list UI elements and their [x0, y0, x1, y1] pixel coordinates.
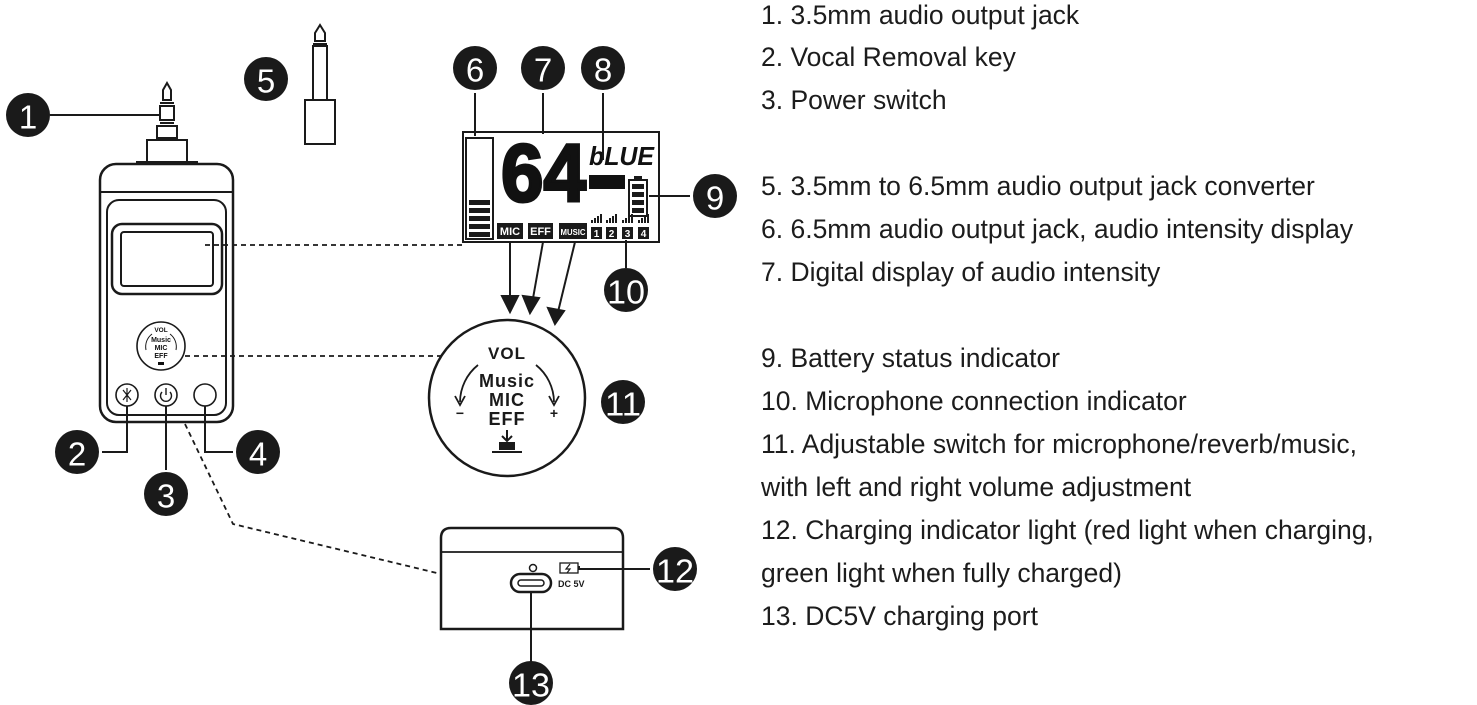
- legend-item-9: 9. Battery status indicator: [761, 343, 1061, 373]
- callout-13: 13: [509, 661, 553, 705]
- svg-text:4: 4: [249, 436, 267, 473]
- svg-text:Music: Music: [151, 337, 171, 344]
- callout-4: 4: [236, 430, 280, 474]
- legend-item-3: 3. Power switch: [761, 85, 947, 115]
- lcd-display-detail: 64 bLUE MIC EFF MUSIC: [462, 127, 660, 243]
- lcd-tag-mic-bg: [497, 223, 523, 239]
- callout-10: 10: [604, 268, 648, 312]
- legend-item-1: 1. 3.5mm audio output jack: [761, 0, 1080, 30]
- legend-item-12: 12. Charging indicator light (red light …: [761, 515, 1374, 545]
- knob-label-mic: MIC: [489, 390, 525, 410]
- mic-slot-4: 4: [641, 229, 647, 240]
- callout-12: 12: [653, 547, 697, 591]
- mic-slot-1: 1: [594, 229, 600, 240]
- lcd-digits: 64: [501, 128, 586, 219]
- mic-connection-indicators: 1 2 3 4: [591, 214, 649, 240]
- device-mini-knob: [136, 321, 186, 371]
- legend-item-7: 7. Digital display of audio intensity: [761, 257, 1161, 287]
- svg-text:VOL: VOL: [154, 327, 167, 334]
- lcd-tag-eff: EFF: [530, 226, 551, 238]
- legend-item-5: 5. 3.5mm to 6.5mm audio output jack conv…: [761, 171, 1315, 201]
- legend-item-13: 13. DC5V charging port: [761, 601, 1038, 631]
- lcd-dash-segment: [589, 175, 625, 189]
- leader-lines: [50, 93, 690, 663]
- legend-item-12-cont: green light when fully charged): [761, 558, 1122, 588]
- battery-indicator: [628, 176, 648, 217]
- knob-plus: +: [550, 405, 558, 421]
- device-screen-frame: [110, 222, 224, 296]
- svg-text:8: 8: [594, 52, 612, 89]
- charging-end: DC 5V: [439, 526, 625, 631]
- knob-press-icon: [492, 430, 522, 453]
- callout-9: 9: [693, 174, 737, 218]
- mic-slot-3: 3: [625, 229, 631, 240]
- knob-circle: [427, 318, 587, 478]
- svg-text:3: 3: [157, 478, 175, 515]
- callout-2: 2: [55, 430, 99, 474]
- charge-port-label: DC 5V: [558, 579, 585, 589]
- svg-text:9: 9: [706, 180, 724, 217]
- callout-7: 7: [521, 46, 565, 90]
- lcd-tag-music-bg: [559, 223, 587, 239]
- svg-text:5: 5: [257, 63, 275, 100]
- callout-1: 1: [6, 93, 50, 137]
- svg-text:EFF: EFF: [154, 353, 168, 360]
- legend-item-2: 2. Vocal Removal key: [761, 42, 1016, 72]
- usb-c-port: [509, 572, 553, 594]
- callout-8: 8: [581, 46, 625, 90]
- callout-5: 5: [244, 57, 288, 101]
- svg-text:10: 10: [607, 274, 645, 311]
- device-screen: [120, 231, 214, 287]
- knob-label-music: Music: [479, 371, 535, 391]
- mic-slot-2: 2: [609, 229, 615, 240]
- svg-text:13: 13: [512, 667, 550, 704]
- callout-11: 11: [601, 380, 645, 424]
- svg-text:12: 12: [656, 553, 694, 590]
- legend-item-6: 6. 6.5mm audio output jack, audio intens…: [761, 214, 1354, 244]
- svg-text:MIC: MIC: [155, 345, 168, 352]
- callout-3: 3: [144, 472, 188, 516]
- knob-label-vol: VOL: [488, 344, 526, 363]
- lcd-tag-mic: MIC: [500, 226, 520, 238]
- knob-detail: VOL Music MIC EFF − +: [427, 318, 587, 478]
- svg-text:11: 11: [605, 386, 641, 423]
- transmitter-device: VOL Music MIC EFF: [98, 80, 235, 424]
- callout-6: 6: [453, 46, 497, 90]
- lcd-tag-eff-bg: [528, 223, 553, 239]
- legend-item-11-cont: with left and right volume adjustment: [761, 472, 1192, 502]
- svg-text:1: 1: [19, 99, 37, 136]
- knob-arc-left: [459, 364, 479, 403]
- knob-label-eff: EFF: [489, 409, 526, 429]
- charging-indicator-light: [528, 563, 538, 573]
- lcd-tag-music: MUSIC: [561, 227, 586, 237]
- dashed-leader-lines: [184, 244, 462, 575]
- knob-minus: −: [456, 405, 464, 421]
- knob-arc-right: [535, 364, 555, 403]
- lcd-channel-text: bLUE: [589, 141, 655, 171]
- audio-level-meter: [465, 137, 494, 240]
- jack-converter: [304, 23, 336, 145]
- legend-item-11: 11. Adjustable switch for microphone/rev…: [761, 429, 1358, 459]
- legend-item-10: 10. Microphone connection indicator: [761, 386, 1187, 416]
- svg-text:6: 6: [466, 52, 484, 89]
- callout-badges: 1 2 3 4 5 6 7 8 9 10 11 12 13: [6, 46, 737, 705]
- svg-text:2: 2: [68, 436, 86, 473]
- svg-text:7: 7: [534, 52, 552, 89]
